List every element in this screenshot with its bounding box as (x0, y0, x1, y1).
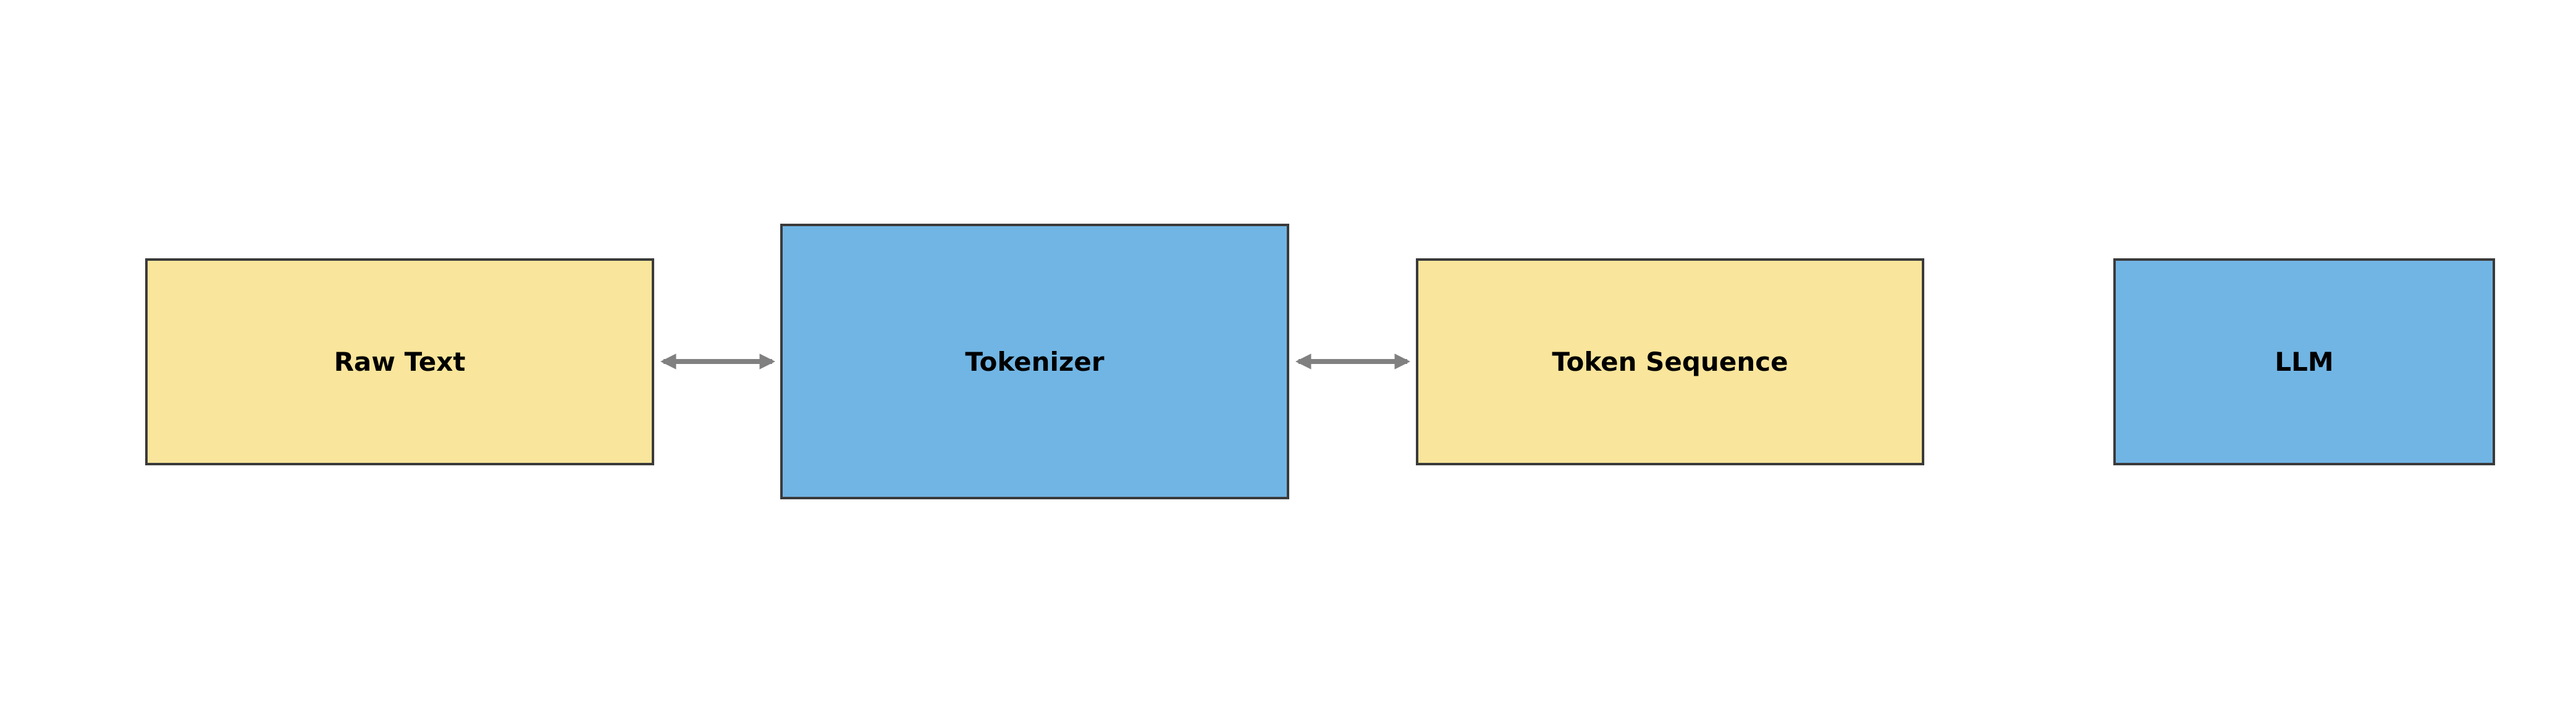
llm-label: LLM (2275, 347, 2334, 377)
raw-text-label: Raw Text (334, 347, 466, 377)
tokenizer-label: Tokenizer (965, 346, 1105, 377)
tokenizer-box: Tokenizer (780, 224, 1289, 499)
llm-box: LLM (2113, 258, 2495, 465)
token-sequence-label: Token Sequence (1552, 347, 1788, 377)
raw-text-box: Raw Text (145, 258, 654, 465)
token-sequence-box: Token Sequence (1416, 258, 1924, 465)
